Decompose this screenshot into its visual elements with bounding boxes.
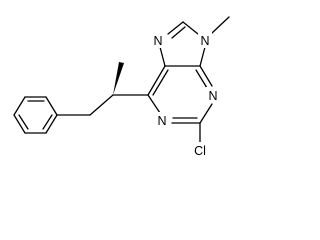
atom-bg-n1 (155, 112, 169, 128)
bond-ph-inner-3 (18, 114, 29, 130)
atom-label-n3: N (208, 89, 217, 103)
bond-ph-inner-2 (42, 114, 53, 130)
structure-canvas: N N N N Cl (13, 16, 230, 158)
bond-c4-n3 (199, 65, 213, 87)
atom-bg-n3 (206, 87, 220, 103)
bond-n7-c8 (167, 21, 184, 35)
bond-n7-c8-double (171, 26, 186, 39)
atom-bg-n9 (198, 32, 212, 48)
atom-label-n9: N (200, 34, 209, 48)
atom-bg-cl (190, 142, 210, 158)
bond-ph-3 (45, 114, 58, 134)
atom-bg-n7 (151, 32, 165, 48)
bond-n9-c4 (199, 46, 206, 67)
bond-c6-c5-double (152, 69, 169, 96)
bond-ph-6 (13, 96, 26, 116)
chemical-structure-drawing: N N N N Cl (13, 16, 230, 158)
bonds (13, 16, 230, 143)
atom-label-cl: Cl (194, 144, 206, 158)
bond-c6-c5 (147, 65, 166, 96)
bond-ph-2 (45, 96, 58, 116)
bond-c4-n3-double (195, 69, 208, 89)
bond-n3-c2 (199, 103, 213, 124)
bond-c8-n9 (182, 21, 199, 35)
bond-ph-5 (13, 114, 26, 134)
atom-label-n1: N (157, 114, 166, 128)
bond-ch2-ch (89, 94, 114, 116)
bond-n9-methyl (211, 16, 230, 34)
bond-c5-n7 (159, 46, 166, 67)
atom-label-n7: N (153, 34, 162, 48)
atom-labels: N N N N Cl (151, 32, 220, 158)
bond-n1-c6 (147, 94, 161, 114)
wedge-bond-methyl (113, 62, 124, 95)
